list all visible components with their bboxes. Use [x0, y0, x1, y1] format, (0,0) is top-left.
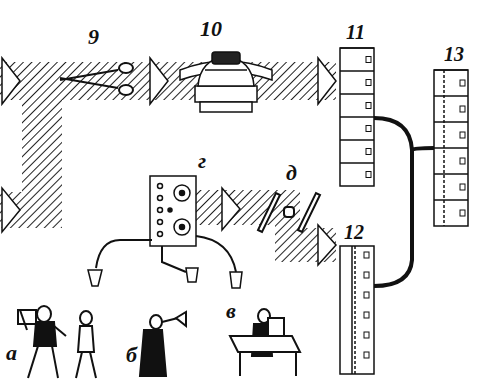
callout-label: 11 — [346, 22, 365, 42]
callout-label: б — [126, 344, 137, 366]
perforation — [366, 57, 371, 63]
perforation — [460, 210, 465, 216]
frame-line — [340, 70, 374, 72]
frame-line — [434, 121, 468, 123]
frame-line — [434, 173, 468, 175]
frame-line — [340, 116, 374, 118]
perforation — [460, 132, 465, 138]
beam-marker — [2, 58, 336, 265]
callout-label: 9 — [88, 26, 99, 48]
scissors — [60, 63, 133, 95]
callout-label: а — [6, 342, 17, 364]
film-frames — [340, 48, 468, 358]
perforation — [366, 103, 371, 109]
perforation — [366, 172, 371, 178]
perforation — [364, 272, 369, 278]
frame-line — [434, 69, 468, 71]
pianist — [230, 309, 300, 376]
perforation — [460, 184, 465, 190]
perforation — [366, 126, 371, 132]
tape-recorder — [150, 176, 196, 246]
perforation — [460, 158, 465, 164]
perforation — [364, 252, 369, 258]
frame-line — [340, 139, 374, 141]
splicing-press — [180, 52, 272, 112]
callout-label: 13 — [444, 44, 464, 64]
callout-label: г — [198, 150, 206, 172]
frame-line — [434, 199, 468, 201]
frame-line — [340, 47, 374, 49]
perforation — [460, 106, 465, 112]
frame-line — [340, 93, 374, 95]
perforation — [364, 352, 369, 358]
microphone-cable — [96, 236, 236, 272]
perforation — [366, 149, 371, 155]
actors — [18, 306, 96, 378]
callout-label: в — [226, 300, 236, 322]
perforation — [460, 80, 465, 86]
perforation — [366, 80, 371, 86]
callout-label: 10 — [200, 18, 222, 40]
frame-line — [434, 95, 468, 97]
optical-system — [258, 193, 320, 232]
microphone — [88, 268, 242, 288]
callout-label: 12 — [344, 222, 364, 242]
film-strip — [340, 48, 468, 374]
bracket — [374, 118, 434, 286]
perforation — [364, 312, 369, 318]
perforation — [364, 332, 369, 338]
frame-line — [434, 147, 468, 149]
light-beam — [0, 62, 336, 262]
callout-label: д — [286, 162, 297, 184]
trumpeter — [140, 312, 186, 376]
perforation — [364, 292, 369, 298]
frame-line — [340, 162, 374, 164]
